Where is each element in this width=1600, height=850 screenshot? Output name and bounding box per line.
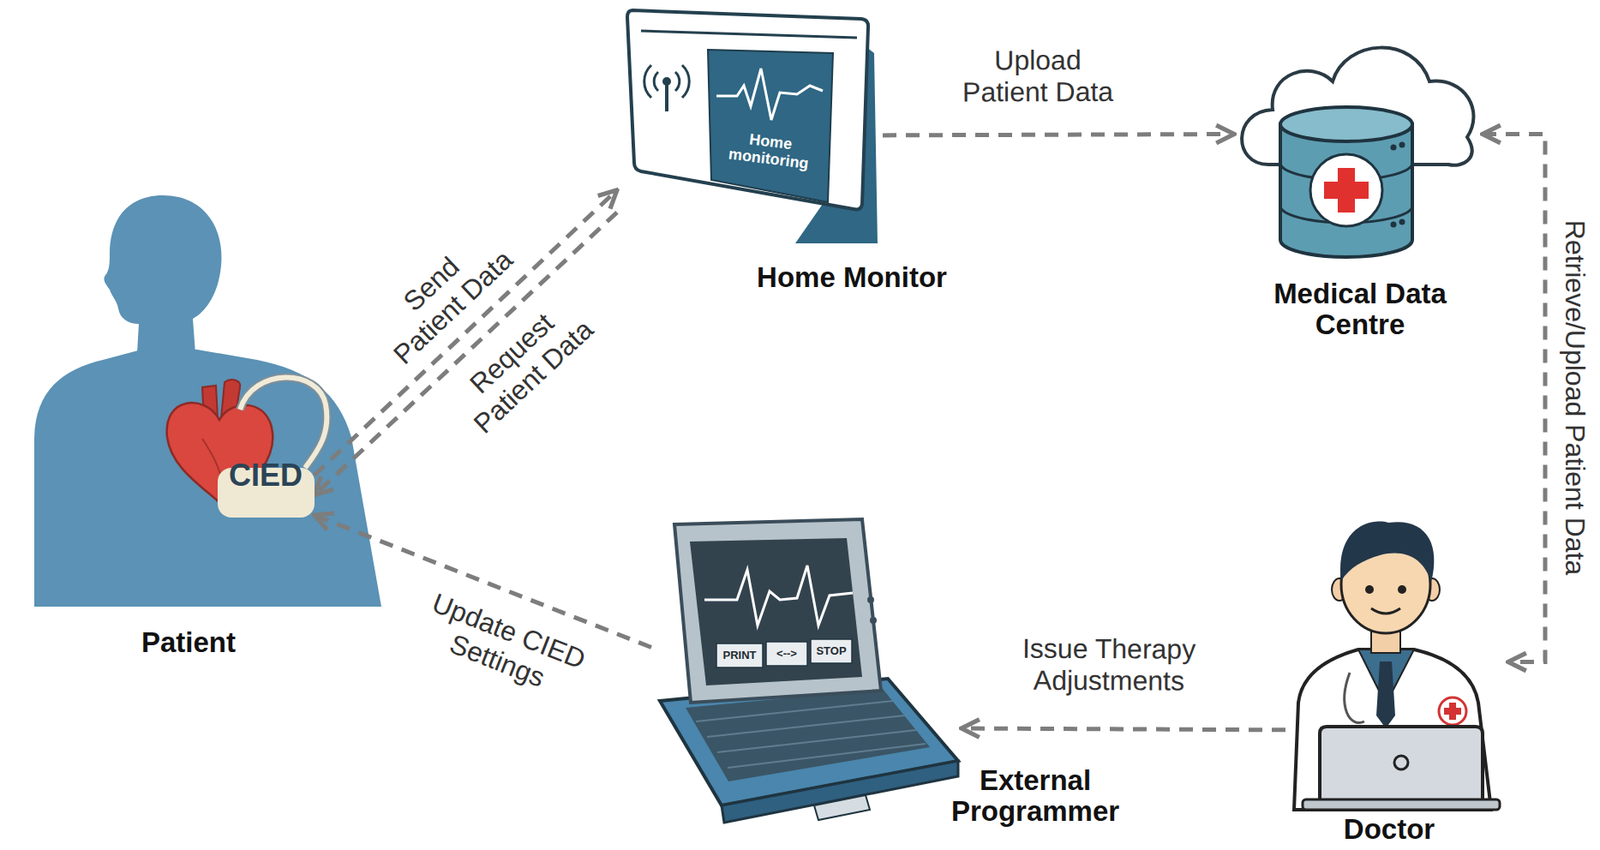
heart bbox=[167, 379, 274, 508]
edge-label: Send Patient Data bbox=[361, 216, 524, 375]
node-label: Patient bbox=[94, 627, 283, 659]
doctor-figure bbox=[1294, 521, 1500, 810]
home-monitor-device bbox=[627, 10, 878, 244]
button-label: STOP bbox=[810, 645, 852, 658]
node-label: Medical Data Centre bbox=[1240, 278, 1481, 342]
dashed-connector bbox=[961, 728, 1286, 731]
button-label: <--> bbox=[766, 647, 808, 660]
node-label: Home Monitor bbox=[723, 262, 981, 294]
edge-label: Update CIED Settings bbox=[402, 581, 605, 712]
screen-text: Home monitoring bbox=[716, 127, 823, 174]
node-label: CIED bbox=[228, 458, 303, 493]
cied-device: CIED bbox=[217, 467, 315, 518]
cied-lead bbox=[239, 377, 327, 468]
button-label: PRINT bbox=[716, 649, 763, 662]
node-label: External Programmer bbox=[936, 765, 1134, 828]
external-programmer: External Programmer bbox=[651, 518, 962, 819]
patient-figure: CIED Patient bbox=[34, 192, 386, 660]
edge-label: Request Patient Data bbox=[429, 274, 617, 456]
dashed-connector bbox=[882, 134, 1235, 136]
dashed-connector bbox=[314, 212, 618, 496]
edge-label: Retrieve/Upload Patient Data bbox=[1558, 216, 1593, 579]
dashed-connector bbox=[314, 515, 653, 648]
medical-data-centre: Medical Data Centre bbox=[1234, 25, 1483, 262]
dashed-connector bbox=[1482, 134, 1546, 663]
node-label: Doctor bbox=[1303, 814, 1475, 845]
edge-label: Upload Patient Data bbox=[948, 43, 1127, 109]
home-monitor: Home Monitor bbox=[617, 8, 883, 258]
programmer-device bbox=[659, 519, 959, 823]
edge-label: Issue Therapy Adjustments bbox=[1002, 631, 1216, 698]
dashed-connector bbox=[314, 190, 618, 476]
cloud-database bbox=[1241, 47, 1474, 258]
doctor: Doctor bbox=[1285, 514, 1509, 810]
patient-silhouette bbox=[34, 195, 382, 607]
